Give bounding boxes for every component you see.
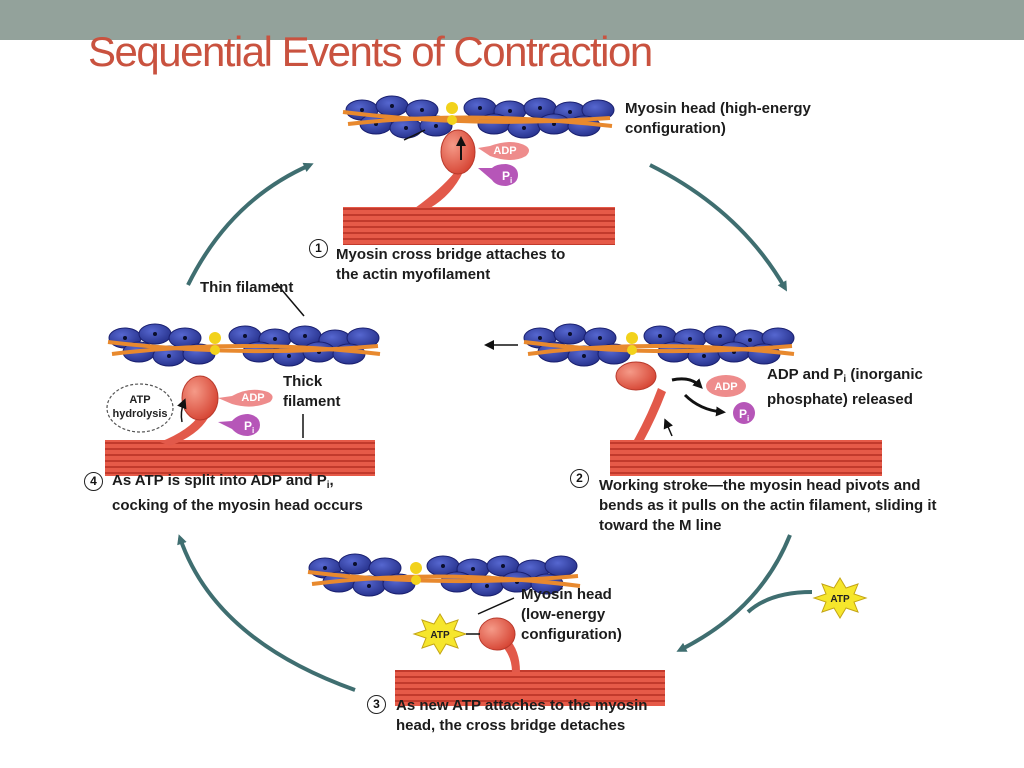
cycle-arrows (177, 162, 813, 692)
slide-title: Sequential Events of Contraction (88, 28, 653, 75)
svg-text:hydrolysis: hydrolysis (112, 408, 167, 420)
cycle-arrow-1-to-2 (649, 163, 787, 292)
thin-filament (342, 95, 615, 139)
thick-filament-label: Thick filament (283, 373, 341, 410)
step-3-caption: As new ATP attaches to the myosin head, … (396, 697, 648, 734)
myosin-head (181, 375, 219, 421)
svg-text:Pi: Pi (244, 419, 254, 435)
atp-hydrolysis-bubble: ATP hydrolysis (106, 383, 174, 433)
myosin-head (440, 129, 476, 175)
step-2-illustration: ADP Pi (484, 323, 882, 476)
svg-text:ATP: ATP (830, 594, 850, 605)
myosin-neck (415, 172, 463, 208)
myosin-neck (634, 388, 666, 440)
thin-filament-pointer (275, 282, 305, 317)
thin-filament (107, 323, 381, 367)
myosin-low-energy-label: Myosin head (low-energy configuration) (521, 586, 622, 643)
step-2-number: 2 (570, 469, 589, 488)
step-4-caption: As ATP is split into ADP and Pi, cocking… (112, 472, 363, 514)
svg-text:ADP: ADP (714, 381, 737, 393)
step-1-illustration: ADP Pi (342, 95, 615, 245)
cycle-arrow-3-to-4 (177, 534, 356, 692)
pi-badge: Pi (478, 164, 518, 186)
thin-filament (307, 553, 581, 597)
step-1-number: 1 (309, 239, 328, 258)
thick-filament (343, 207, 615, 245)
svg-text:ATP: ATP (430, 630, 450, 641)
myosin-head (615, 361, 657, 391)
step-2-caption: Working stroke—the myosin head pivots an… (599, 477, 937, 534)
atp-star-badge: ATP (412, 613, 468, 655)
svg-text:ATP: ATP (129, 394, 150, 406)
adp-badge: ADP (478, 142, 529, 160)
step-4-number: 4 (84, 472, 103, 491)
step-1-caption: Myosin cross bridge attaches to the acti… (336, 246, 566, 283)
pi-badge: Pi (218, 414, 260, 436)
thick-filament (105, 440, 375, 476)
step-3-number: 3 (367, 695, 386, 714)
svg-text:Pi: Pi (502, 169, 512, 185)
myosin-neck (160, 414, 208, 446)
pi-badge: Pi (733, 402, 755, 424)
incoming-atp-star: ATP (812, 577, 868, 619)
adp-pi-released-label: ADP and Pi (inorganic phosphate) release… (767, 366, 923, 408)
svg-text:ADP: ADP (241, 392, 264, 404)
thick-filament (610, 440, 882, 476)
cycle-arrow-4-to-1 (186, 162, 314, 286)
thin-filament (523, 323, 795, 367)
adp-badge: ADP (706, 375, 746, 397)
thin-filament-label: Thin filament (200, 279, 294, 296)
myosin-head (478, 617, 516, 651)
step-3-illustration: ATP (307, 553, 665, 706)
header-bar (0, 0, 1024, 40)
myosin-high-energy-label: Myosin head (high-energy configuration) (625, 100, 811, 137)
svg-text:ADP: ADP (493, 145, 516, 157)
svg-text:Pi: Pi (739, 407, 749, 423)
atp-entry-arrow (746, 590, 813, 614)
adp-badge: ADP (218, 389, 273, 407)
cycle-arrow-2-to-3 (676, 534, 792, 652)
thick-filament (395, 670, 665, 706)
step-4-illustration: ATP hydrolysis ADP Pi (105, 282, 381, 476)
